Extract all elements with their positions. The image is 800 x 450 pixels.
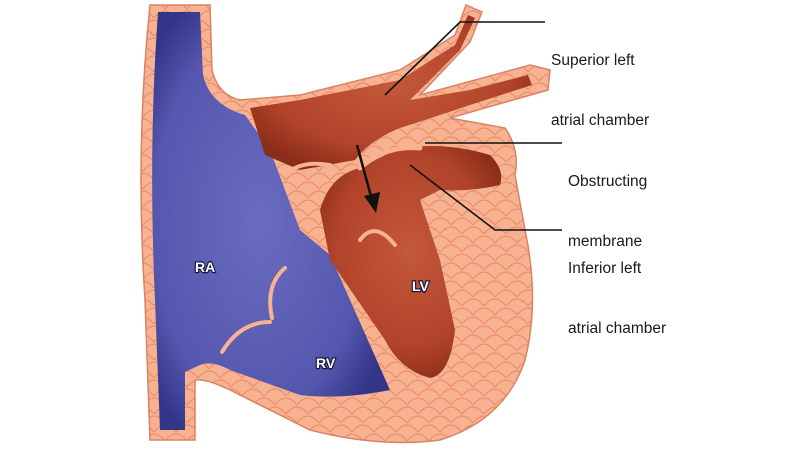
label-line-2: atrial chamber [568,320,667,337]
label-line-1: Inferior left [568,260,642,277]
label-line-2: membrane [568,233,643,250]
right-heart-venous [152,12,390,430]
inferior-left-atrium-and-lv [283,145,502,378]
label-superior-left-atrial-chamber: Superior left atrial chamber [551,11,649,151]
arrow-down-icon [355,144,380,213]
label-line-1: Superior left [551,52,635,69]
superior-left-atrium [250,15,532,170]
leader-lines [384,21,562,231]
label-rv: RV [316,355,336,371]
label-ra: RA [195,259,215,275]
label-obstructing-membrane: Obstructing membrane [568,132,647,272]
label-inferior-left-atrial-chamber: Inferior left atrial chamber [568,219,666,359]
label-line-1: Obstructing [568,173,648,190]
label-lv: LV [412,278,430,294]
label-line-2: atrial chamber [551,112,650,129]
